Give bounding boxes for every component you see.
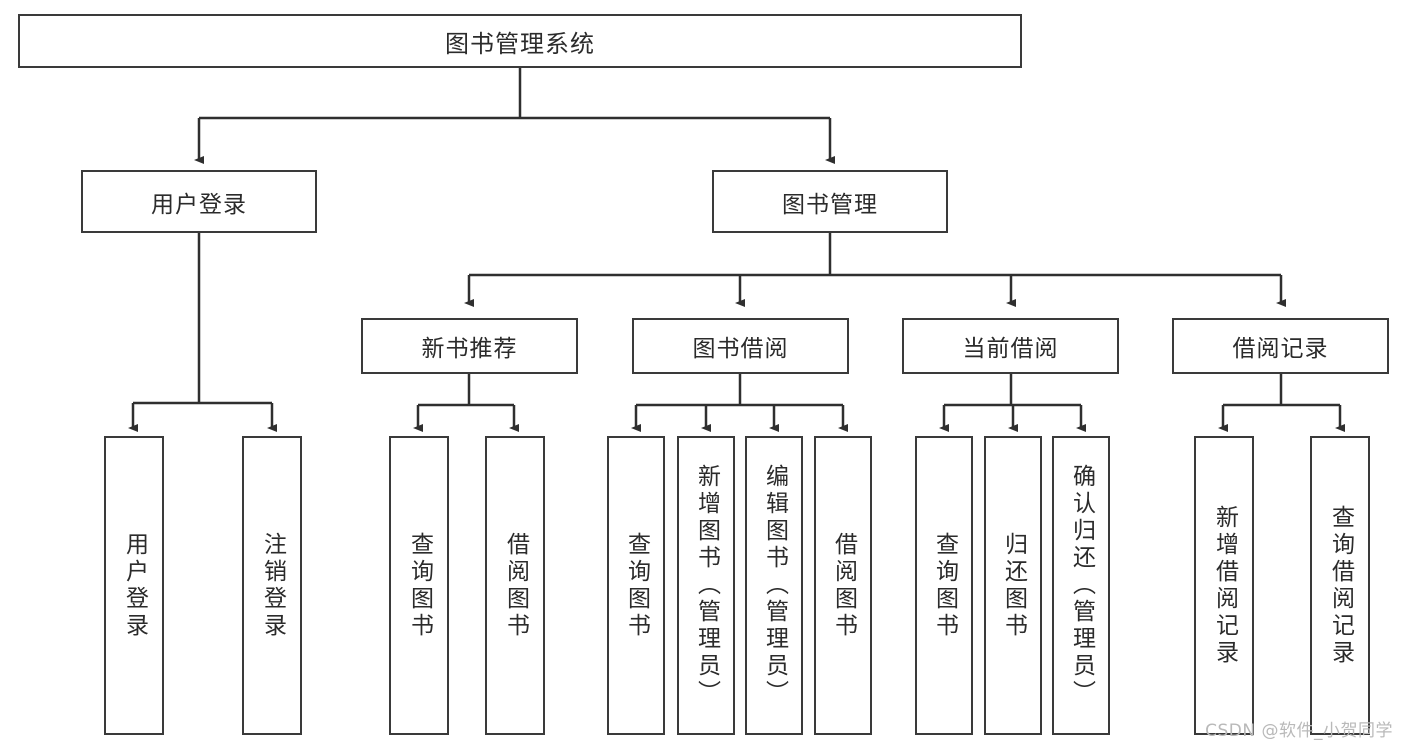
node-new-book-recommend[interactable]: 新书推荐 xyxy=(361,318,578,374)
node-label: 图书借阅 xyxy=(692,336,789,362)
node-label: 当前借阅 xyxy=(962,336,1059,362)
leaf-record-query-record[interactable]: 查询借阅记录 xyxy=(1310,436,1370,735)
node-label: 用户登录 xyxy=(121,531,148,640)
node-label: 查询图书 xyxy=(623,531,650,640)
node-root-system[interactable]: 图书管理系统 xyxy=(18,14,1022,68)
leaf-recommend-borrow-book[interactable]: 借阅图书 xyxy=(485,436,545,735)
node-book-management[interactable]: 图书管理 xyxy=(712,170,948,233)
leaf-current-query-book[interactable]: 查询图书 xyxy=(915,436,973,735)
node-label: 用户登录 xyxy=(151,191,247,218)
leaf-current-confirm-return-admin[interactable]: 确认归还（管理员） xyxy=(1052,436,1110,735)
watermark: CSDN @软件_小贺同学 xyxy=(1205,721,1393,741)
node-label: 注销登录 xyxy=(259,531,286,640)
leaf-borrow-edit-book-admin[interactable]: 编辑图书（管理员） xyxy=(745,436,803,735)
node-user-login[interactable]: 用户登录 xyxy=(81,170,317,233)
node-label: 查询图书 xyxy=(931,531,958,640)
node-label: 归还图书 xyxy=(1000,531,1027,640)
node-label: 查询借阅记录 xyxy=(1327,504,1354,667)
node-label: 新增借阅记录 xyxy=(1211,504,1238,667)
node-label: 查询图书 xyxy=(406,531,433,640)
node-label: 新增图书（管理员） xyxy=(693,464,720,707)
leaf-borrow-add-book-admin[interactable]: 新增图书（管理员） xyxy=(677,436,735,735)
leaf-user-login-login[interactable]: 用户登录 xyxy=(104,436,164,735)
node-label: 确认归还（管理员） xyxy=(1068,464,1095,707)
node-book-borrow[interactable]: 图书借阅 xyxy=(632,318,849,374)
leaf-current-return-book[interactable]: 归还图书 xyxy=(984,436,1042,735)
node-borrow-record[interactable]: 借阅记录 xyxy=(1172,318,1389,374)
leaf-record-add-record[interactable]: 新增借阅记录 xyxy=(1194,436,1254,735)
node-label: 图书管理 xyxy=(782,191,878,218)
node-current-borrow[interactable]: 当前借阅 xyxy=(902,318,1119,374)
leaf-user-login-logout[interactable]: 注销登录 xyxy=(242,436,302,735)
leaf-recommend-query-book[interactable]: 查询图书 xyxy=(389,436,449,735)
node-label: 借阅图书 xyxy=(502,531,529,640)
node-label: 图书管理系统 xyxy=(445,29,595,58)
node-label: 新书推荐 xyxy=(421,336,518,362)
node-label: 借阅记录 xyxy=(1232,336,1329,362)
node-label: 编辑图书（管理员） xyxy=(761,464,788,707)
node-label: 借阅图书 xyxy=(830,531,857,640)
leaf-borrow-query-book[interactable]: 查询图书 xyxy=(607,436,665,735)
leaf-borrow-borrow-book[interactable]: 借阅图书 xyxy=(814,436,872,735)
